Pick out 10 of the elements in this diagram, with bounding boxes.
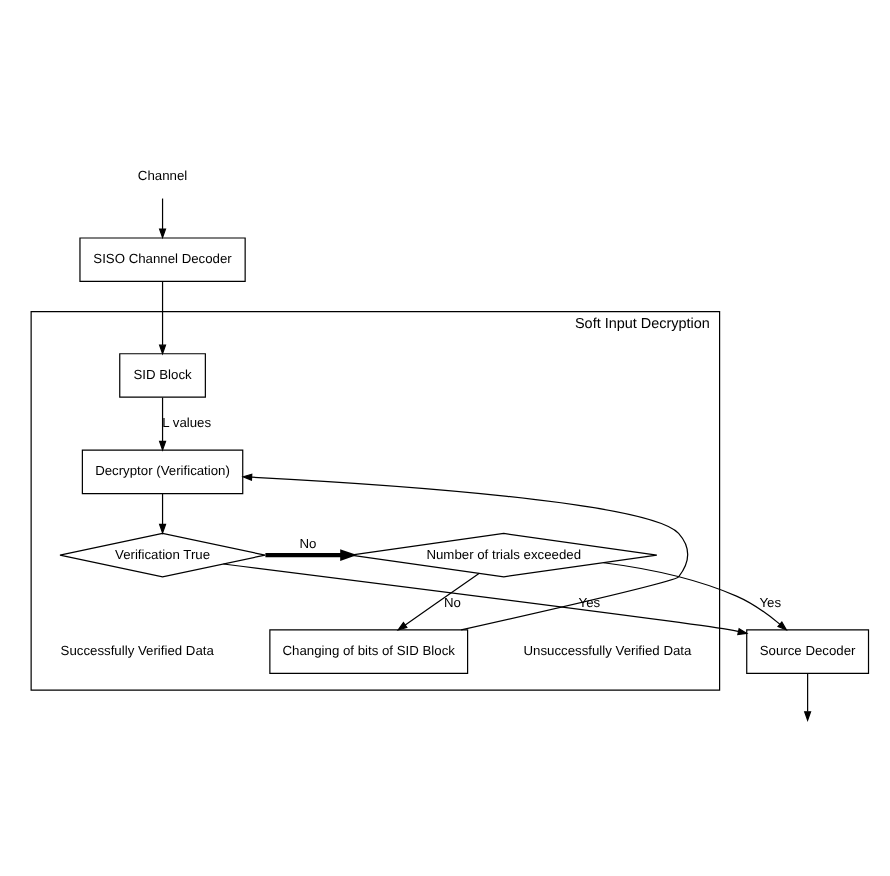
arrow [158, 396, 167, 452]
arrow [803, 672, 812, 723]
arrow [158, 493, 167, 535]
arrow [158, 281, 167, 356]
arrow [603, 562, 788, 631]
arrow [396, 572, 480, 631]
arrow [222, 563, 749, 636]
arrow [241, 473, 689, 631]
arrow [158, 197, 167, 240]
arrow [265, 549, 358, 562]
